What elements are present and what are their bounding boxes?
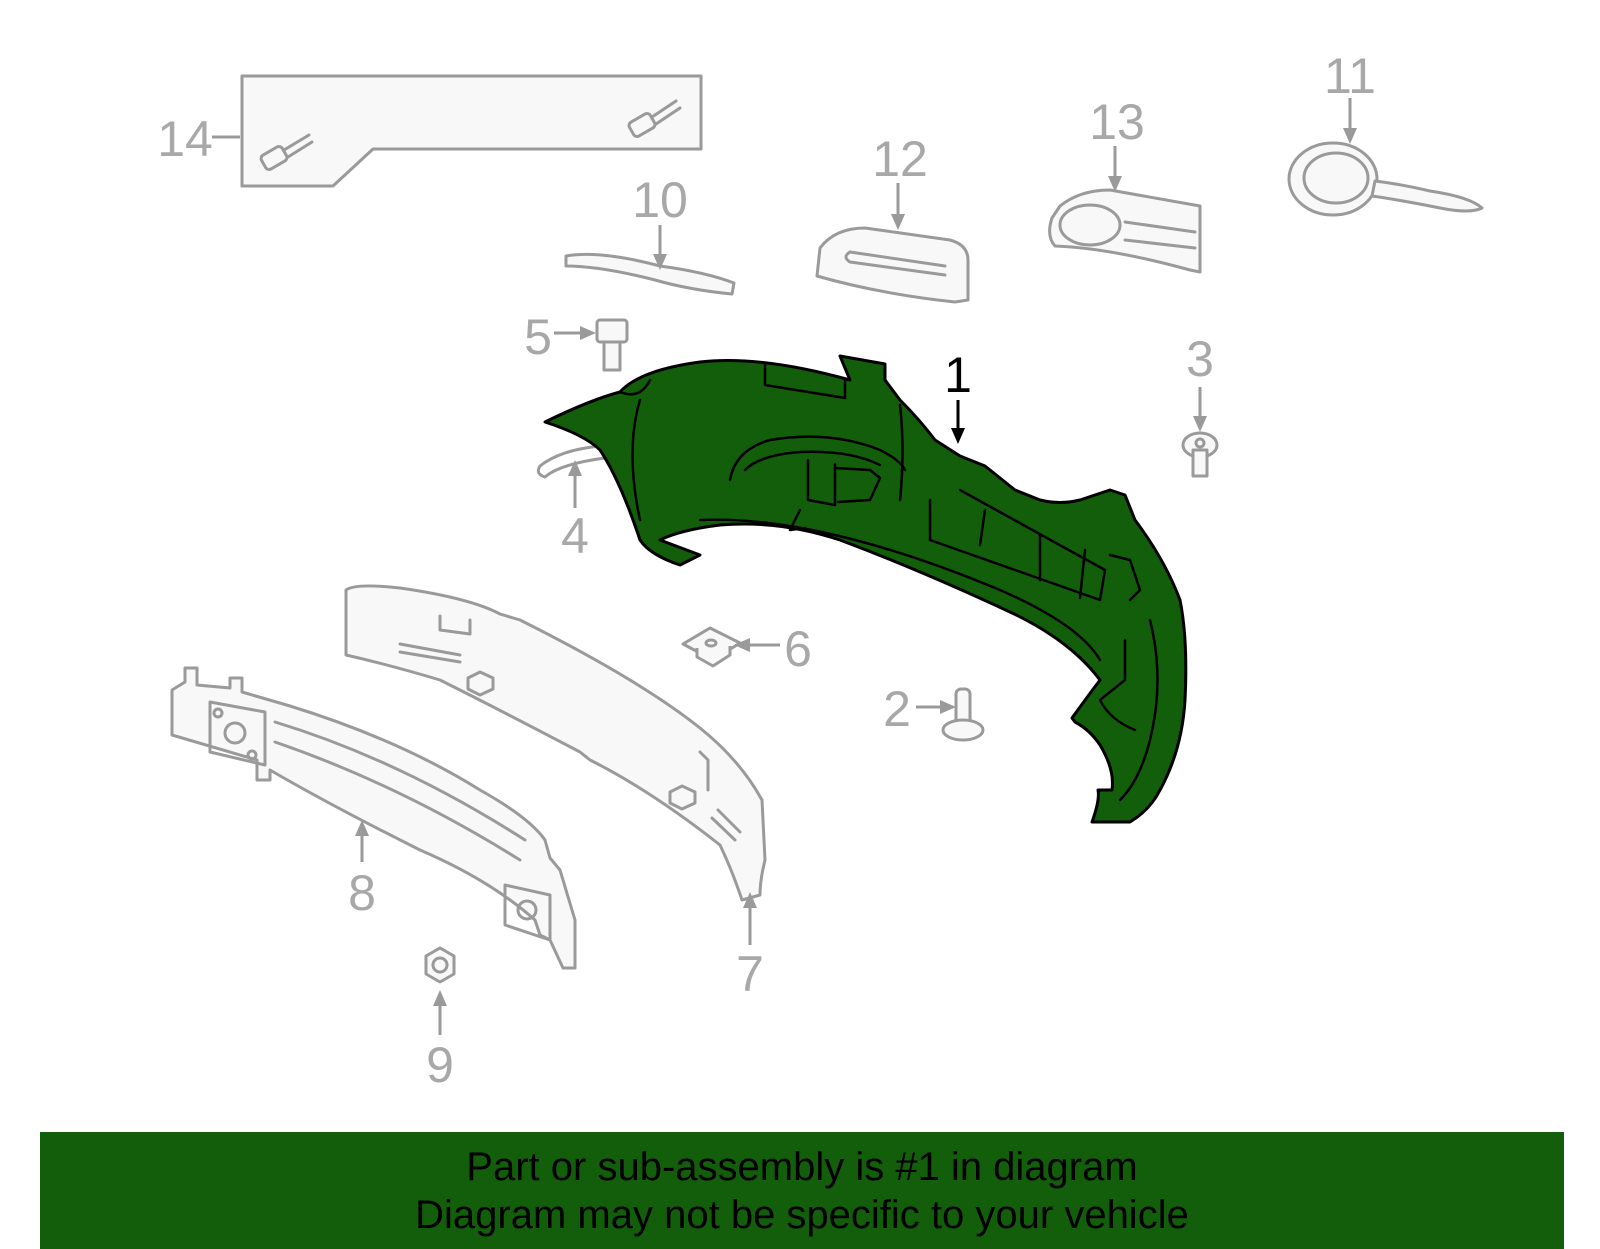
part-3-clip[interactable] [1181,431,1219,478]
part-5-bolt[interactable] [595,318,629,372]
part-7-absorber[interactable] [344,584,767,902]
bolt-icon [627,99,682,138]
part-1-bumper-cover[interactable] [543,354,1188,824]
part-11-fog-lamp[interactable] [1287,141,1484,217]
part-14-bracket[interactable] [240,74,703,188]
part-9-nut[interactable] [424,946,456,984]
callout-14[interactable]: 14 [157,111,213,167]
callout-6[interactable]: 6 [784,621,812,677]
callout-8[interactable]: 8 [348,865,376,921]
callout-7[interactable]: 7 [736,946,764,1002]
callout-5[interactable]: 5 [524,309,552,365]
part-10-trim-strip[interactable] [564,252,736,296]
callout-1[interactable]: 1 [944,347,972,403]
banner-line-part: Part or sub-assembly is #1 in diagram [466,1144,1138,1189]
banner-line-disclaimer: Diagram may not be specific to your vehi… [415,1192,1189,1237]
callout-13[interactable]: 13 [1089,94,1145,150]
part-12-cover[interactable] [815,226,970,304]
bolt-icon [259,133,314,171]
part-8-reinforcement[interactable] [170,666,577,970]
part-13-bezel[interactable] [1048,188,1202,274]
callout-2[interactable]: 2 [883,681,911,737]
callout-9[interactable]: 9 [426,1037,454,1093]
callout-11[interactable]: 11 [1324,48,1376,104]
part-2-push-pin[interactable] [941,687,985,742]
callout-10[interactable]: 10 [632,172,688,228]
callout-3[interactable]: 3 [1186,331,1214,387]
callout-4[interactable]: 4 [561,508,589,564]
part-4-wire[interactable] [536,444,607,479]
info-banner: Part or sub-assembly is #1 in diagram Di… [40,1132,1564,1249]
part-6-clip-nut[interactable] [681,626,742,668]
callout-12[interactable]: 12 [872,131,928,187]
parts-diagram: 1 2 3 4 5 6 7 8 9 10 11 12 13 14 [157,48,1484,1093]
